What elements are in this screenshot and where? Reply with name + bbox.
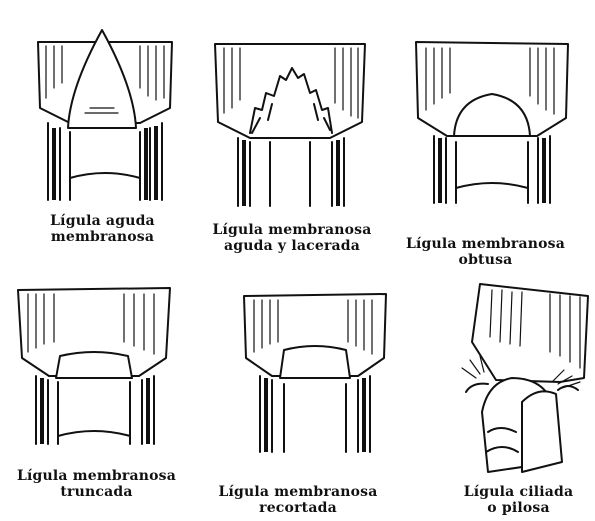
ligule-obtuse-drawing [412,38,572,213]
caption-truncada: Lígula membranosa truncada [4,468,189,500]
ligule-ciliate-drawing [452,282,592,482]
caption-recortada: Lígula membranosa recortada [208,484,388,516]
caption-ciliada: Lígula ciliada o pilosa [446,484,591,516]
caption-lacerada: Lígula membranosa aguda y lacerada [202,222,382,254]
ligule-lacerate-drawing [210,38,370,213]
ligule-truncate-drawing [14,286,174,451]
ligule-cut-drawing [240,290,390,460]
caption-obtusa: Lígula membranosa obtusa [398,236,573,268]
caption-aguda: Lígula aguda membranosa [20,213,185,245]
ligule-acute-drawing [30,28,180,208]
